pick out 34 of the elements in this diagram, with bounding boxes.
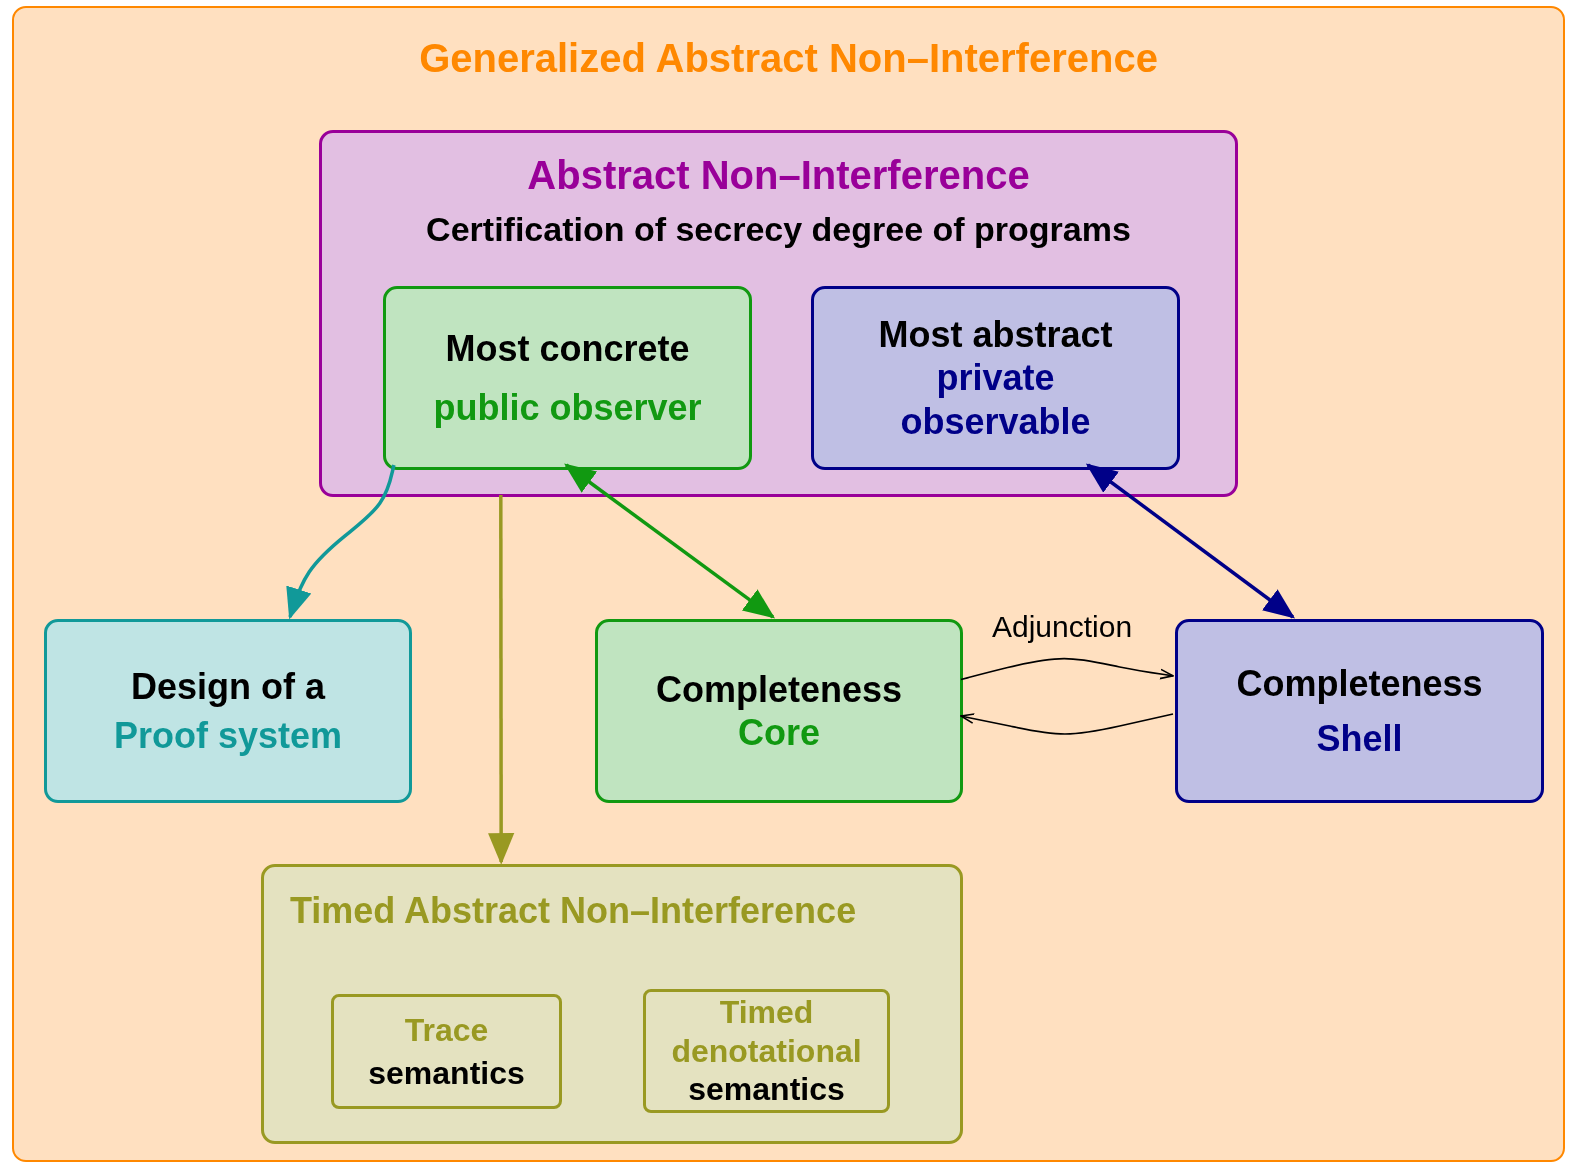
node-title: Trace [404,1011,489,1050]
node-text: public observer [433,386,702,430]
node-title: Timed Abstract Non–Interference [290,889,858,933]
node-title: Design of a [131,664,325,708]
process-box [1175,619,1544,803]
arrow [286,464,396,620]
node-title: Timed denotational [670,993,863,1071]
node-text: semantics [368,1053,525,1092]
arrow [960,657,1174,681]
node-text: Proof system [113,714,343,758]
arrow [564,463,776,619]
process-box [811,286,1180,470]
node-title: Generalized Abstract Non–Interference [418,35,1159,82]
node-text: Certification of secrecy degree of programs [425,209,1132,250]
arrow [960,713,1174,735]
process-box [643,989,890,1113]
node-text: Shell [1316,717,1403,761]
process-box [331,994,562,1109]
process-box [44,619,412,803]
node-text: semantics [688,1070,845,1109]
arrow [488,495,515,865]
node-text: Core [738,711,820,755]
node-title: Most abstract [878,313,1113,357]
arrow [1085,463,1296,619]
process-box [595,619,963,803]
node-title: Most concrete [445,326,690,370]
process-box [383,286,752,470]
node-title: Completeness [655,667,903,711]
node-text: private observable [899,356,1092,443]
node-title: Completeness [1236,661,1483,705]
node-title: Abstract Non–Interference [526,152,1031,199]
group-box [261,864,963,1144]
group-box [319,130,1238,497]
group-box [12,6,1565,1162]
